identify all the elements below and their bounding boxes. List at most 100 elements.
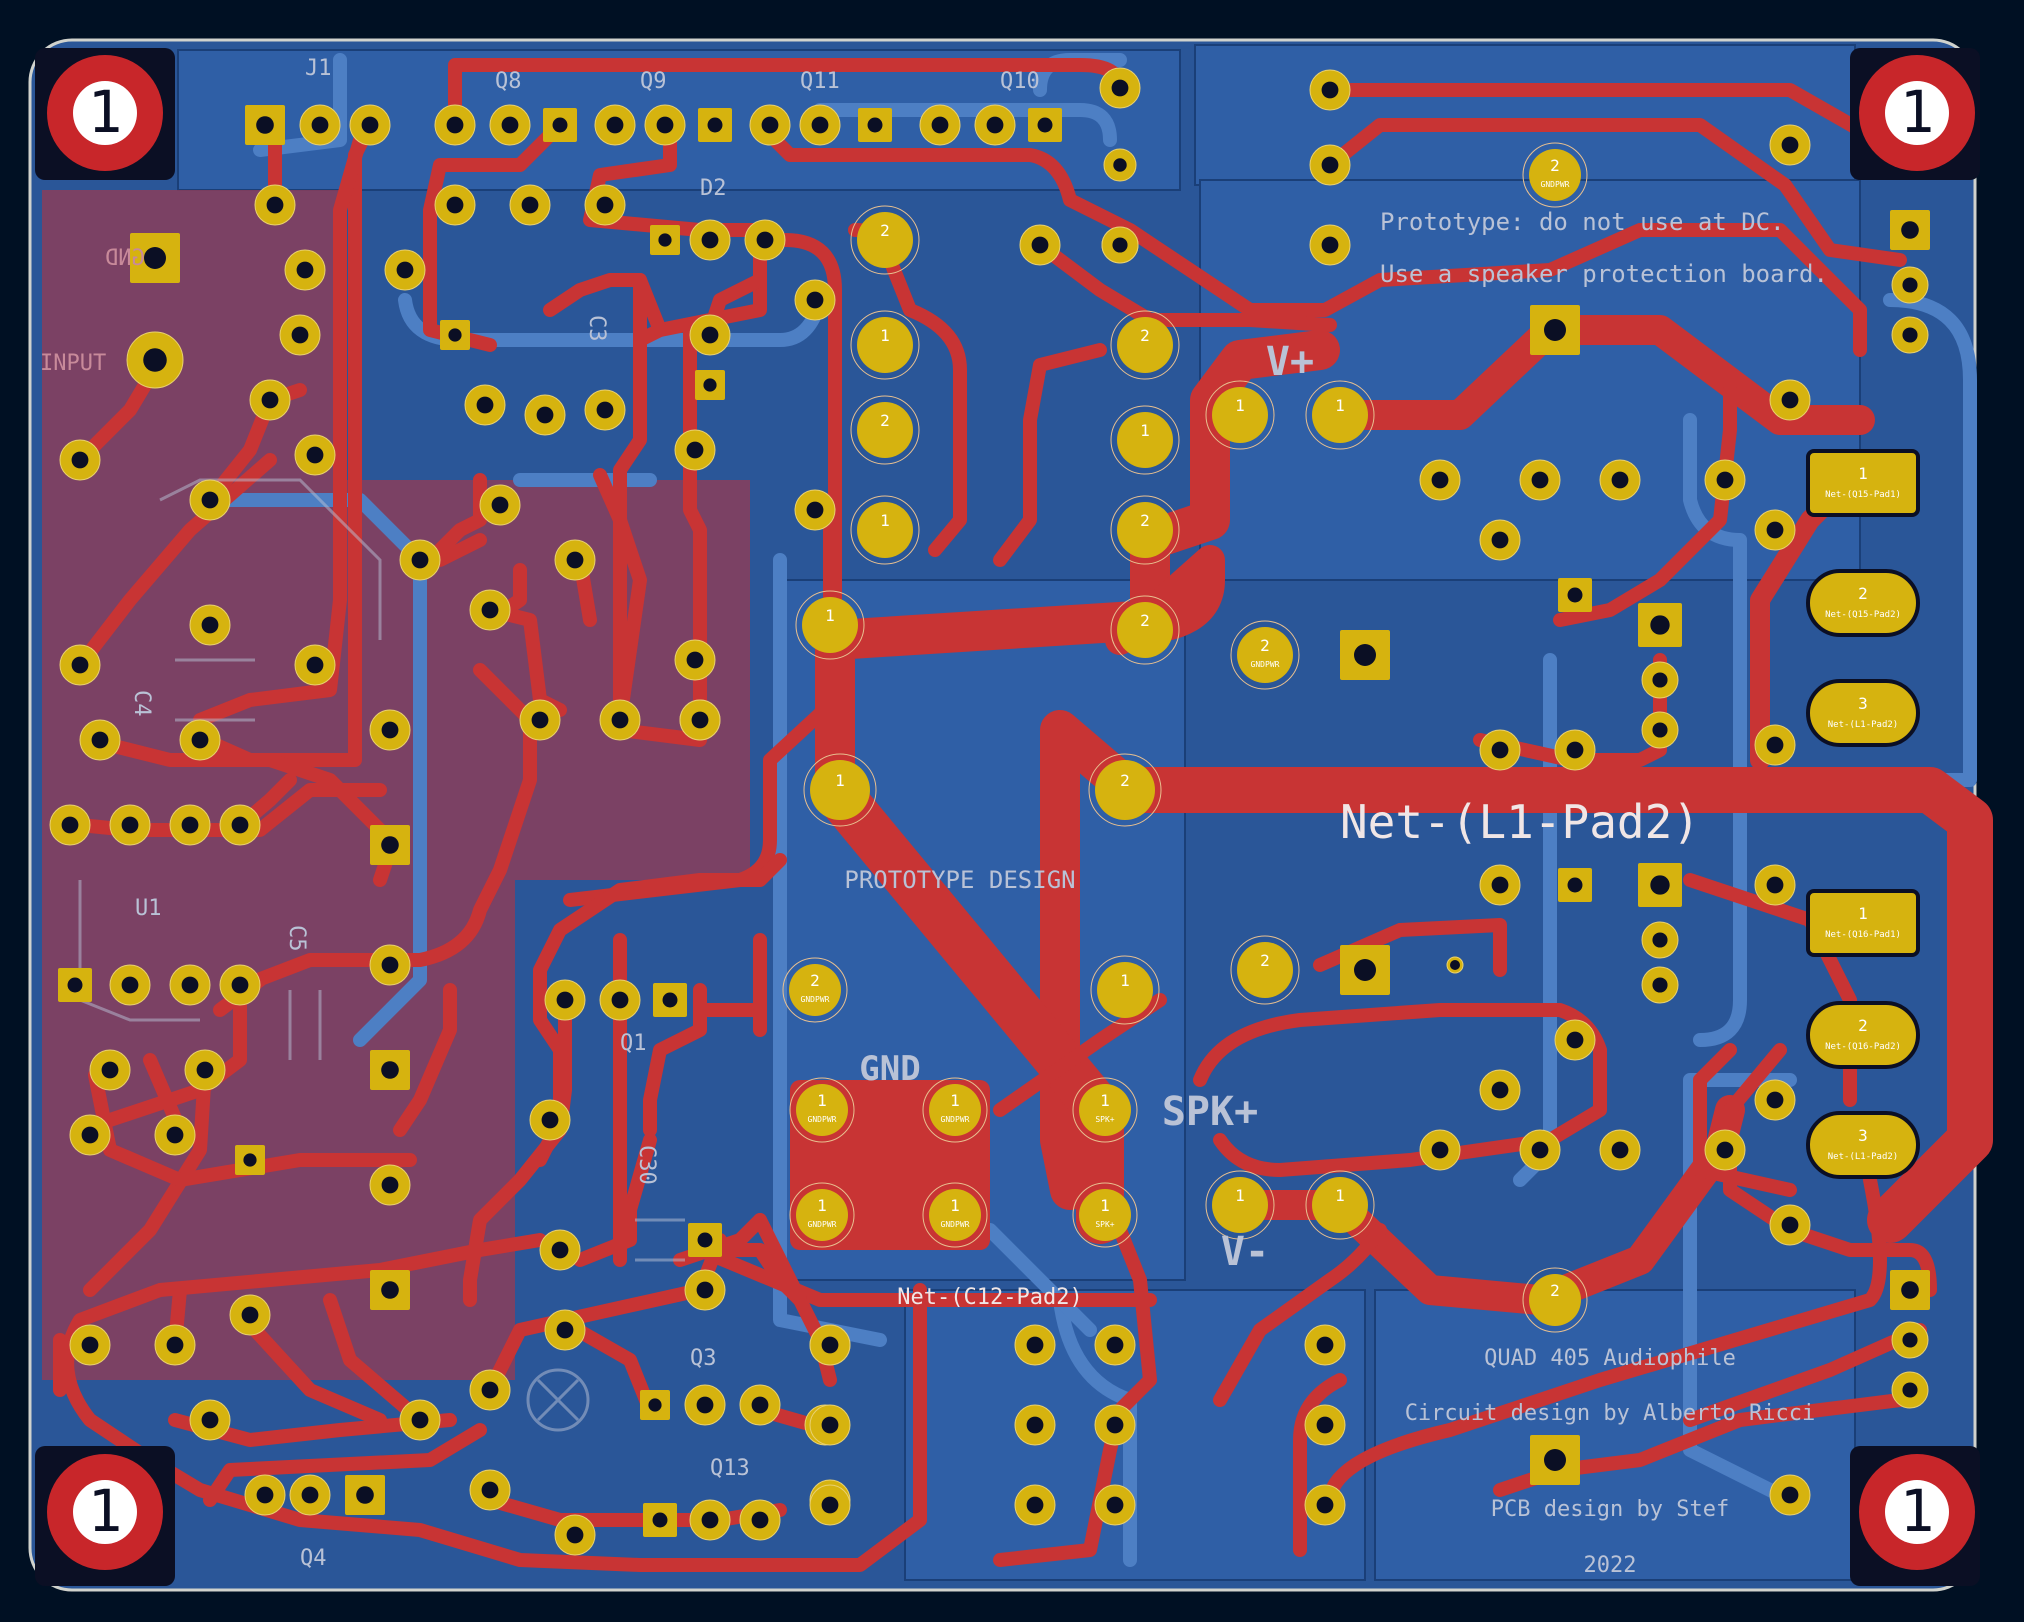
ref-q8: Q8 [495,69,522,94]
pad-square [1028,108,1062,142]
mount-number: 1 [88,78,123,146]
pad [554,1514,596,1556]
pad [1754,509,1796,551]
net-c12-pad2: Net-(C12-Pad2) [897,1285,1082,1310]
pad-large: 1 [1205,380,1275,450]
mount-number: 1 [1900,1477,1935,1545]
pad [1704,459,1746,501]
pad-j1-1 [245,105,285,145]
pad [749,104,791,146]
pad [49,804,91,846]
pin-number: 3 [1858,1126,1868,1145]
pad [179,719,221,761]
ref-q3: Q3 [690,1346,717,1371]
pad [1446,956,1464,974]
pad-l1-1: 1 [803,753,877,827]
pad-net-label: GNDPWR [941,1220,970,1229]
pad [1094,1404,1136,1446]
silk-note-line1: Prototype: do not use at DC. [1380,208,1785,236]
pad-net-label: Net-(L1-Pad2) [1828,1152,1898,1162]
pad-large: 1 [1305,380,1375,450]
pad [674,429,716,471]
pad [1599,459,1641,501]
pad-square [1340,945,1390,995]
pad-large: 2 [850,205,920,275]
pad [1891,1321,1929,1359]
pin-number: 1 [1858,904,1868,923]
ref-q9: Q9 [640,69,667,94]
pad-net-label: SPK+ [1095,1115,1114,1124]
ref-u1: U1 [135,896,162,921]
pin-number: 1 [1235,396,1245,415]
silk-gnd-large: GND [859,1049,920,1089]
mount-number: 1 [88,1477,123,1545]
ref-c4: C4 [129,690,154,717]
silk-prototype: PROTOTYPE DESIGN [844,866,1075,894]
pad [1479,1069,1521,1111]
silk-note-line2: Use a speaker protection board. [1380,260,1828,288]
pad [1094,1484,1136,1526]
pad [469,1369,511,1411]
pad-square [440,320,470,350]
pad [79,719,121,761]
pin-number: 2 [1140,511,1150,530]
silk-credit-line1: QUAD 405 Audiophile [1484,1346,1736,1371]
ref-c3: C3 [584,315,609,342]
pin-number: 2 [1550,156,1560,175]
pad-mid-1: 1 [795,590,865,660]
pad [1309,69,1351,111]
pad-square [1890,1270,1930,1310]
mount-hole-top-left: 1 [35,48,175,180]
pad [109,964,151,1006]
pad [479,484,521,526]
pad-square [640,1390,670,1420]
front-copper-traces [53,58,1993,1572]
pad [469,589,511,631]
pin-number: 1 [817,1196,827,1215]
pad-large: 2 [850,395,920,465]
silk-labels: GND INPUT GND SPK+ V+ V- PROTOTYPE DESIG… [40,56,1828,1578]
pad [599,979,641,1021]
pin-number: 1 [950,1091,960,1110]
pad-net-label: Net-(Q16-Pad2) [1825,1042,1901,1052]
pad [1019,224,1061,266]
pad [434,184,476,226]
pad [1304,1404,1346,1446]
pad-input [126,331,184,389]
silk-credit-line2: Circuit design by Alberto Ricci [1405,1401,1816,1426]
pad [1103,148,1137,182]
pad-large: 1 [850,310,920,380]
pad [1754,1079,1796,1121]
mount-hole-top-right: 1 [1850,48,1980,180]
pad-square [1638,603,1682,647]
pad [744,219,786,261]
pad [469,1469,511,1511]
pad-square [643,1503,677,1537]
pad [794,489,836,531]
pad-net-label: Net-(Q15-Pad1) [1825,490,1901,500]
pin-number: 1 [817,1091,827,1110]
pad-square [345,1475,385,1515]
pad [1599,1129,1641,1171]
pad [1769,1474,1811,1516]
pad [1769,124,1811,166]
pad-square [858,108,892,142]
pad [1304,1484,1346,1526]
pad-square [695,370,725,400]
pad [284,249,326,291]
pad-square [653,983,687,1017]
pad [219,964,261,1006]
pad [739,1499,781,1541]
pad [1479,519,1521,561]
pad-net-label: SPK+ [1095,1220,1114,1229]
pad [294,644,336,686]
pad [689,1499,731,1541]
pad [1554,729,1596,771]
